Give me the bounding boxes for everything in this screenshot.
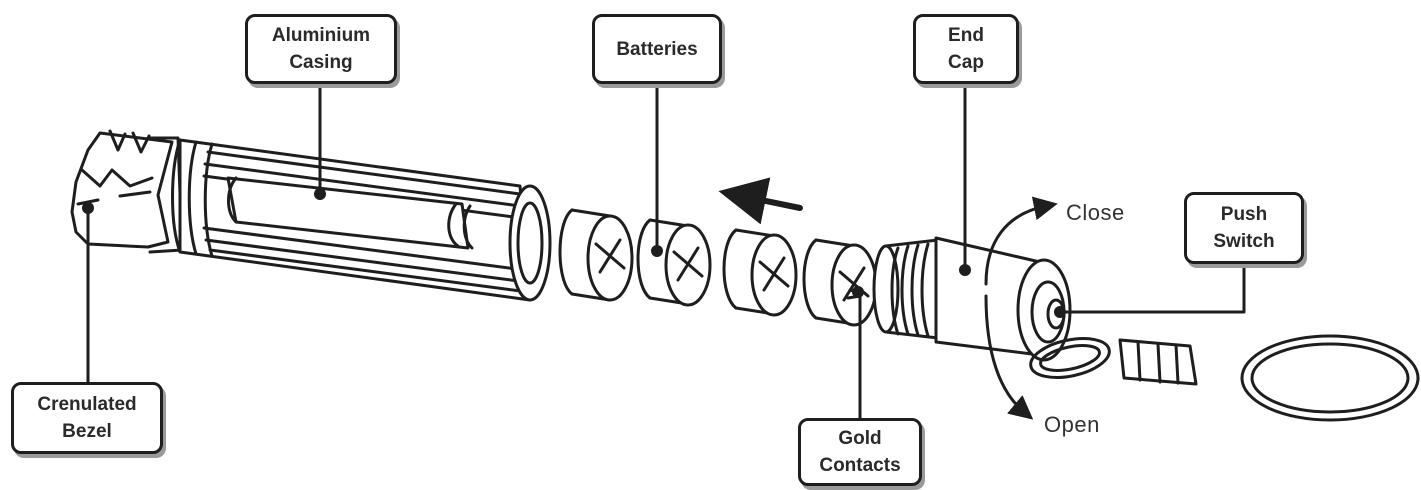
end-cap-part [872, 236, 1072, 362]
end-cap-callout: End Cap [913, 14, 1019, 84]
battery-1-part [558, 208, 634, 302]
aluminium-casing-part [171, 138, 552, 302]
leader-push-switch [1060, 262, 1246, 314]
aluminium-casing-callout: Aluminium Casing [245, 14, 397, 84]
crenulated-bezel-callout: Crenulated Bezel [11, 382, 163, 454]
close-label: Close [1066, 200, 1125, 225]
open-rotation-arrow [984, 294, 1034, 420]
batteries-callout: Batteries [592, 14, 722, 84]
push-switch-callout: Push Switch [1184, 192, 1304, 264]
gold-contacts-callout: Gold Contacts [798, 418, 922, 486]
key-ring-part [1029, 334, 1420, 422]
close-rotation-arrow [984, 196, 1058, 286]
open-label: Open [1044, 412, 1100, 437]
battery-3-part [722, 228, 798, 317]
battery-4-part [802, 238, 878, 327]
insert-direction-arrow [718, 177, 803, 225]
battery-2-part [636, 218, 712, 307]
